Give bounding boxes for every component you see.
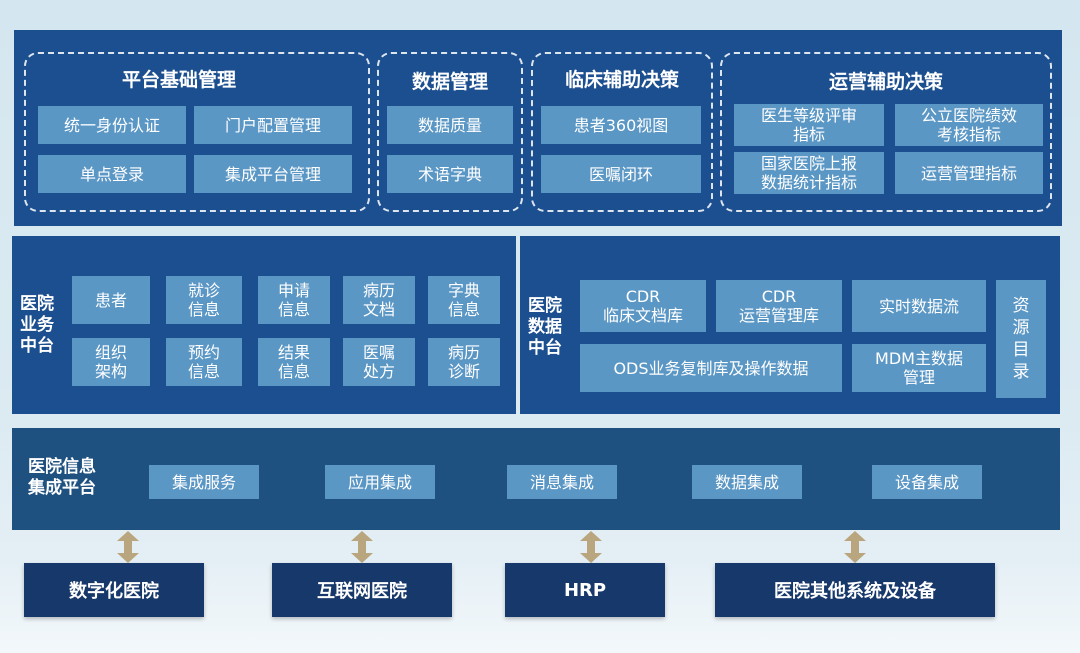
- box-integration-service: 集成服务: [149, 465, 259, 499]
- integration-platform-label: 医院信息 集成平台: [28, 457, 96, 498]
- box-patient-360-view: 患者360视图: [541, 106, 701, 144]
- box-public-hospital-performance: 公立医院绩效 考核指标: [895, 104, 1043, 146]
- box-cdr-clinical-doc: CDR 临床文档库: [580, 280, 706, 332]
- double-arrow-icon: [844, 531, 866, 563]
- group-title-clinical-decision-support: 临床辅助决策: [564, 69, 679, 91]
- group-title-platform-basic-management: 平台基础管理: [121, 69, 236, 91]
- group-platform-basic-management: [24, 52, 370, 212]
- business-center-label: 医院 业务 中台: [20, 294, 54, 356]
- box-request-info: 申请 信息: [258, 276, 330, 324]
- double-arrow-icon: [580, 531, 602, 563]
- box-terminology-dictionary: 术语字典: [387, 155, 513, 193]
- box-portal-config-management: 门户配置管理: [194, 106, 352, 144]
- box-appointment-info: 预约 信息: [166, 338, 242, 386]
- box-result-info: 结果 信息: [258, 338, 330, 386]
- box-dictionary-info: 字典 信息: [428, 276, 500, 324]
- double-arrow-icon: [117, 531, 139, 563]
- box-application-integration: 应用集成: [325, 465, 435, 499]
- box-unified-identity-auth: 统一身份认证: [38, 106, 186, 144]
- box-organization: 组织 架构: [72, 338, 150, 386]
- group-title-data-management: 数据管理: [411, 71, 488, 93]
- box-single-sign-on: 单点登录: [38, 155, 186, 193]
- box-data-quality: 数据质量: [387, 106, 513, 144]
- group-clinical-decision-support: [531, 52, 713, 212]
- box-data-integration: 数据集成: [692, 465, 802, 499]
- box-operation-management-indicators: 运营管理指标: [895, 152, 1043, 194]
- box-medical-record-doc: 病历 文档: [343, 276, 415, 324]
- box-mdm-master-data: MDM主数据 管理: [852, 344, 986, 392]
- box-order-closed-loop: 医嘱闭环: [541, 155, 701, 193]
- box-national-report-statistics: 国家医院上报 数据统计指标: [734, 152, 884, 194]
- double-arrow-icon: [351, 531, 373, 563]
- box-integration-platform-management: 集成平台管理: [194, 155, 352, 193]
- group-title-operation-decision-support: 运营辅助决策: [828, 71, 943, 93]
- group-operation-decision-support: [720, 52, 1052, 212]
- data-center-label: 医院 数据 中台: [528, 296, 562, 358]
- system-other-hospital-systems: 医院其他系统及设备: [715, 563, 995, 617]
- box-patient: 患者: [72, 276, 150, 324]
- system-digital-hospital: 数字化医院: [24, 563, 204, 617]
- group-data-management: [377, 52, 523, 212]
- box-message-integration: 消息集成: [507, 465, 617, 499]
- box-medical-diagnosis: 病历 诊断: [428, 338, 500, 386]
- system-internet-hospital: 互联网医院: [272, 563, 452, 617]
- box-visit-info: 就诊 信息: [166, 276, 242, 324]
- box-cdr-operation-mgmt: CDR 运营管理库: [716, 280, 842, 332]
- box-device-integration: 设备集成: [872, 465, 982, 499]
- box-resource-catalog: 资 源 目 录: [996, 280, 1046, 398]
- business-center-panel: [12, 236, 516, 414]
- system-hrp: HRP: [505, 563, 665, 617]
- box-order-prescription: 医嘱 处方: [343, 338, 415, 386]
- box-doctor-grade-review: 医生等级评审 指标: [734, 104, 884, 146]
- box-realtime-data-stream: 实时数据流: [852, 280, 986, 332]
- box-ods-replica: ODS业务复制库及操作数据: [580, 344, 842, 392]
